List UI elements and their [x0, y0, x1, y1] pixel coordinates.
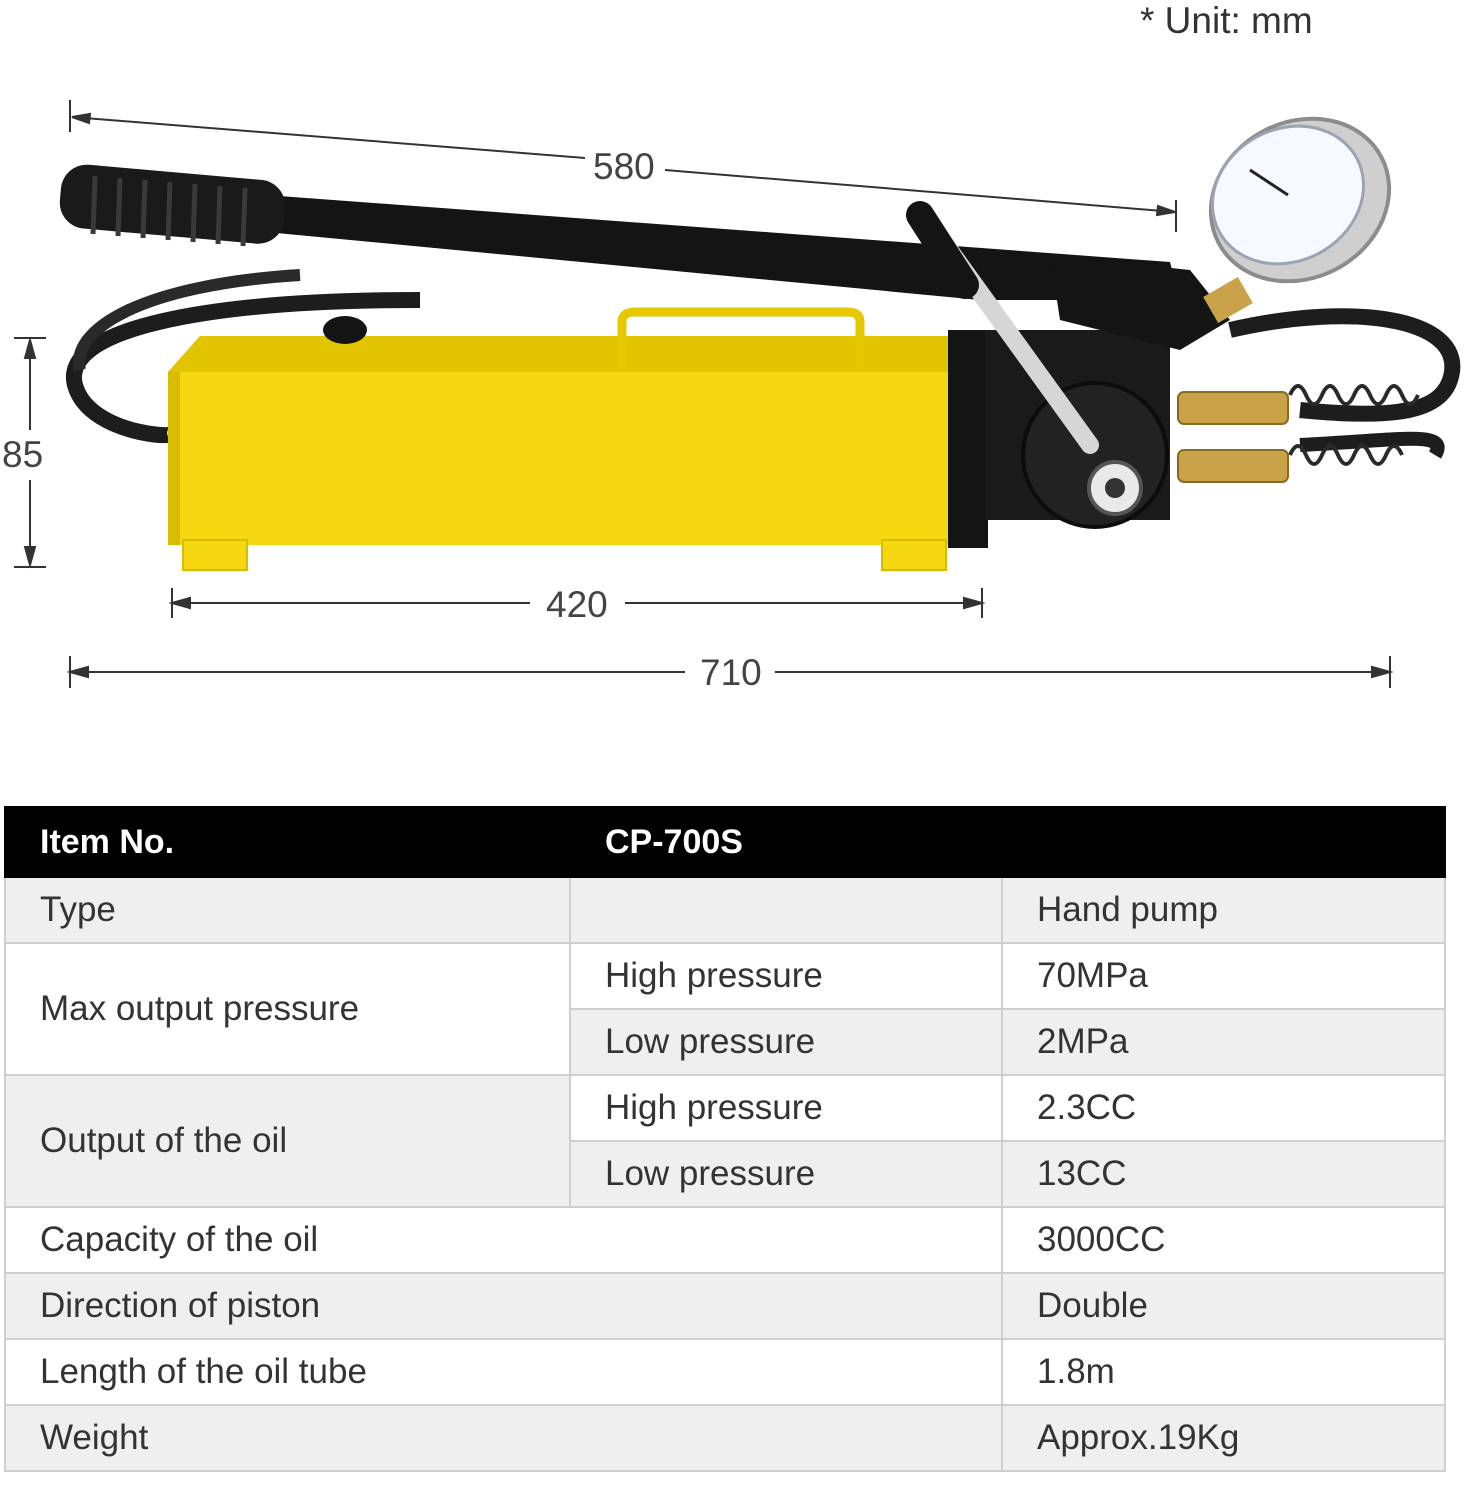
oil-output-low-value: 13CC	[1001, 1140, 1446, 1208]
oil-tank-top	[168, 336, 975, 372]
weight-value: Approx.19Kg	[1001, 1404, 1446, 1472]
dimension-height: 85	[0, 434, 46, 476]
oil-output-label: Output of the oil	[4, 1074, 571, 1208]
oil-output-low-label: Low pressure	[569, 1140, 1003, 1208]
table-row-max-pressure-low: Low pressure 2MPa	[5, 1008, 1446, 1076]
dimension-base-length: 420	[538, 584, 616, 626]
hose-fitting-top	[1177, 391, 1289, 425]
pump-illustration	[14, 100, 1461, 688]
table-row-max-pressure-high: Max output pressure High pressure 70MPa	[4, 942, 1446, 1076]
max-pressure-label: Max output pressure	[4, 942, 571, 1076]
oil-hose-back-2	[73, 269, 301, 372]
capacity-value: 3000CC	[1001, 1206, 1446, 1274]
pump-handle-bar	[88, 182, 1180, 300]
release-valve-center	[1105, 478, 1125, 498]
hose-fitting-bottom	[1177, 449, 1289, 483]
table-row-capacity: Capacity of the oil 3000CC	[4, 1206, 1446, 1274]
fill-cap	[323, 316, 367, 344]
oil-hose-right	[1228, 308, 1461, 422]
table-row-weight: Weight Approx.19Kg	[4, 1404, 1446, 1472]
oil-hose-right-2	[1299, 431, 1445, 459]
oil-tank	[168, 336, 975, 545]
dimension-total-length: 710	[692, 652, 770, 694]
tube-label: Length of the oil tube	[4, 1338, 1003, 1406]
hose-spring-guards	[1288, 384, 1420, 466]
max-pressure-low-label: Low pressure	[569, 1008, 1003, 1076]
weight-label: Weight	[4, 1404, 1003, 1472]
type-value: Hand pump	[1001, 876, 1446, 944]
table-row-piston: Direction of piston Double	[4, 1272, 1446, 1340]
type-label: Type	[4, 876, 571, 944]
piston-label: Direction of piston	[4, 1272, 1003, 1340]
oil-output-high-label: High pressure	[569, 1074, 1003, 1142]
oil-tank-edge	[168, 372, 180, 545]
tank-foot-right	[881, 539, 947, 571]
gauge-stem	[1203, 277, 1253, 323]
piston-value: Double	[1001, 1272, 1446, 1340]
table-row-type: Type Hand pump	[4, 876, 1446, 944]
handle-grip	[59, 164, 286, 247]
capacity-label: Capacity of the oil	[4, 1206, 1003, 1274]
dimension-handle-length: 580	[585, 146, 663, 188]
unit-note: * Unit: mm	[1140, 0, 1313, 41]
tank-foot-left	[182, 539, 248, 571]
pressure-gauge-needle	[1249, 168, 1289, 197]
table-row-tube: Length of the oil tube 1.8m	[4, 1338, 1446, 1406]
pump-flange	[948, 330, 988, 548]
table-header-row: Item No. CP-700S	[4, 806, 1446, 878]
dimension-lines	[14, 100, 1394, 688]
max-pressure-low-value: 2MPa	[1001, 1008, 1446, 1076]
oil-output-high-value: 2.3CC	[1001, 1074, 1446, 1142]
header-value: CP-700S	[569, 806, 1446, 878]
selector-lever-knob	[906, 201, 979, 299]
tube-value: 1.8m	[1001, 1338, 1446, 1406]
pump-linkage	[1050, 255, 1230, 350]
type-empty-cell	[569, 876, 1003, 944]
table-row-oil-output-low: Low pressure 13CC	[5, 1140, 1446, 1208]
max-pressure-high-value: 70MPa	[1001, 942, 1446, 1010]
header-label: Item No.	[4, 806, 571, 878]
carry-handle	[617, 307, 865, 368]
specification-table: Item No. CP-700S Type Hand pump Max outp…	[4, 806, 1446, 1472]
max-pressure-high-label: High pressure	[569, 942, 1003, 1010]
product-dimension-figure: * Unit: mm	[0, 0, 1461, 694]
table-row-oil-output-high: Output of the oil High pressure 2.3CC	[4, 1074, 1446, 1208]
